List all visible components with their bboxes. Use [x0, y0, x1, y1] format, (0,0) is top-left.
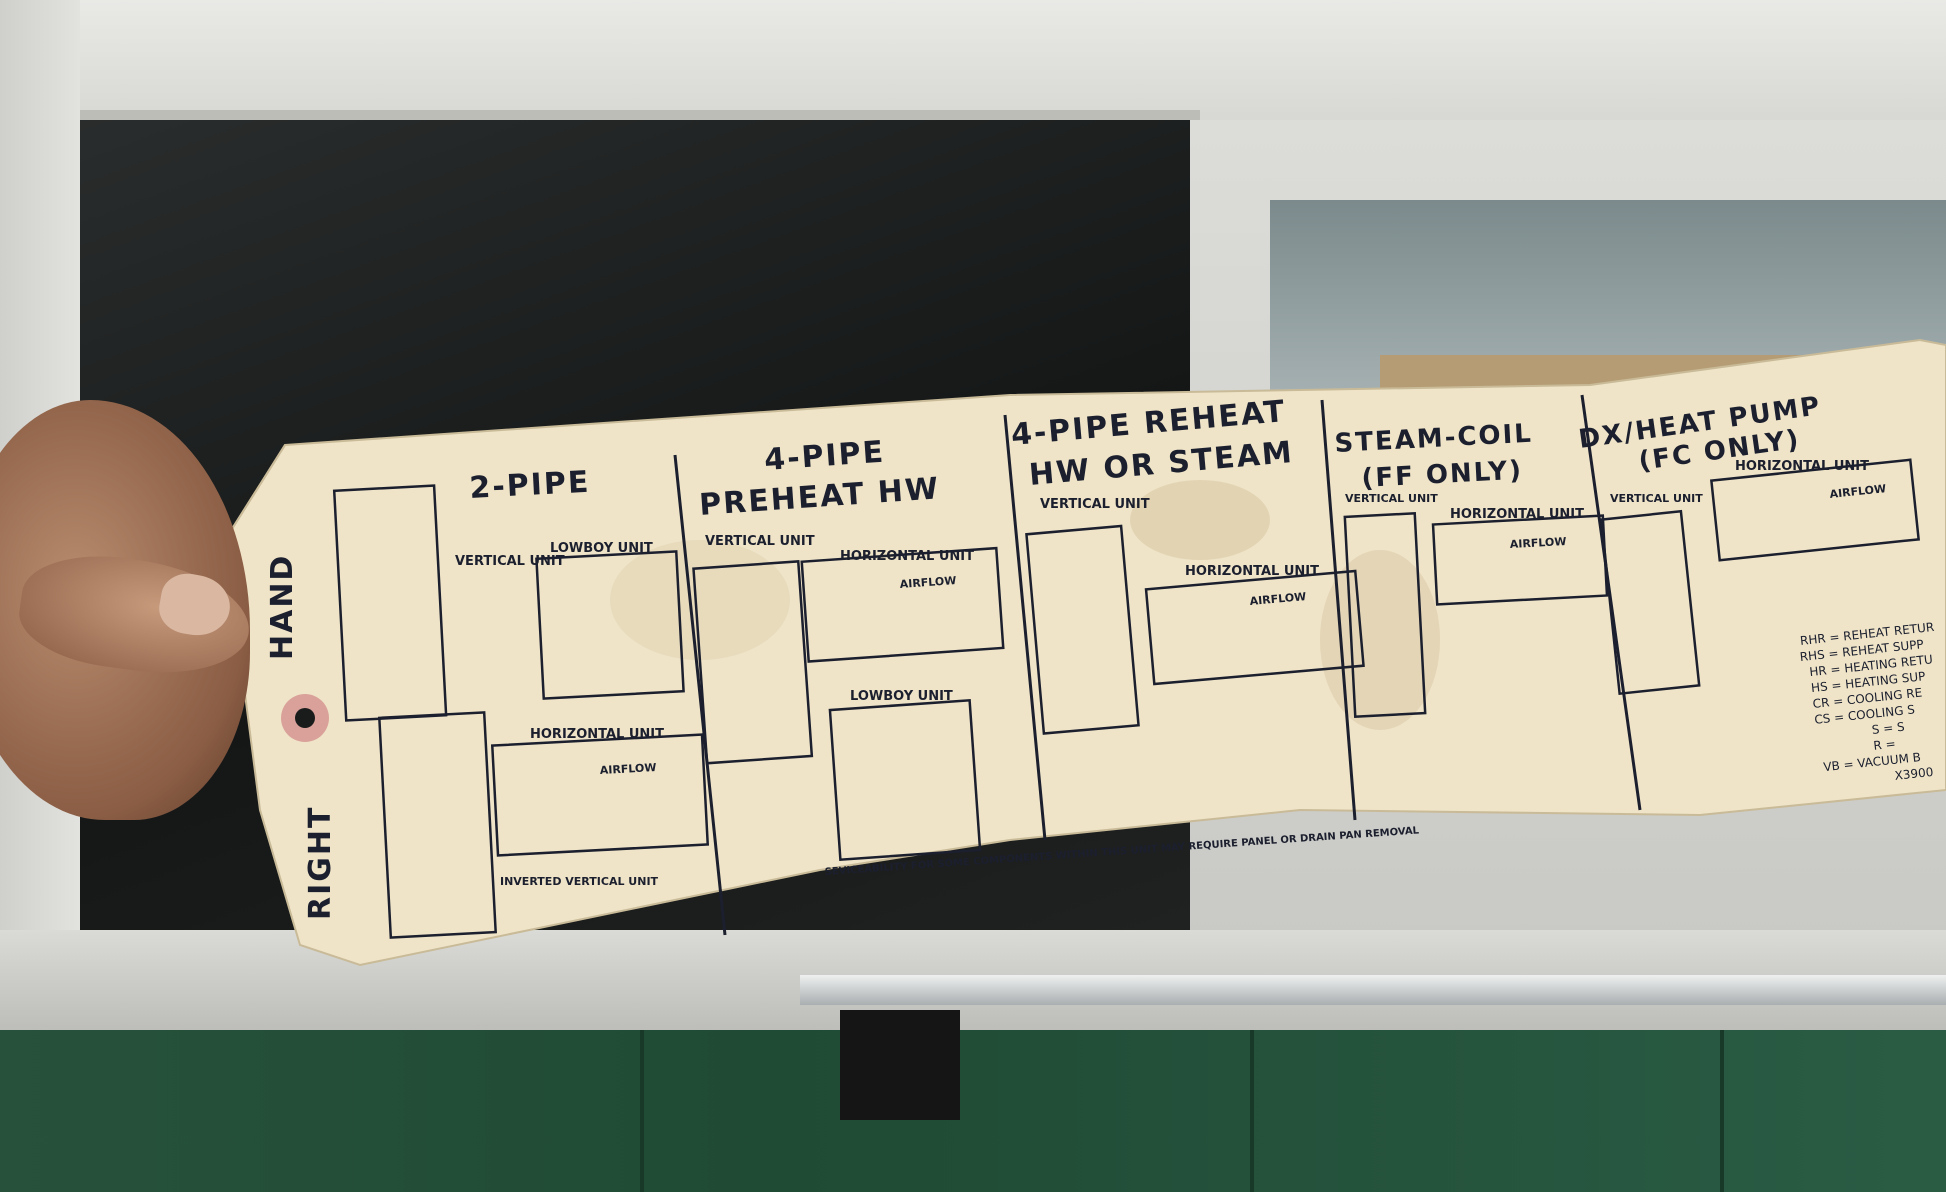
label-2pipe-lowboy: LOWBOY UNIT: [550, 541, 653, 556]
side-label-right: RIGHT: [303, 806, 338, 920]
legend-item: R =: [1873, 737, 1897, 753]
metal-rail: [800, 975, 1946, 1005]
floor-seam: [1720, 1030, 1724, 1192]
legend-item: S = S: [1871, 720, 1905, 737]
heading-4-pipe: 4-PIPE: [763, 435, 886, 478]
label-steam-horizontal: HORIZONTAL UNIT: [1450, 507, 1584, 522]
airflow-label: AIRFLOW: [1509, 535, 1566, 551]
floor-seam: [1250, 1030, 1254, 1192]
opening-edge: [60, 110, 1200, 120]
label-reheat-horizontal: HORIZONTAL UNIT: [1185, 564, 1319, 579]
label-4pipe-lowboy: LOWBOY UNIT: [850, 689, 953, 704]
tag-paper: [223, 338, 1946, 967]
black-clip: [840, 1010, 960, 1120]
side-label-hand: HAND: [265, 554, 300, 660]
airflow-label: AIRFLOW: [1829, 482, 1887, 501]
label-dx-horizontal: HORIZONTAL UNIT: [1735, 459, 1869, 474]
airflow-label: AIRFLOW: [1249, 590, 1307, 608]
label-dx-vertical: VERTICAL UNIT: [1610, 492, 1703, 505]
label-2pipe-vertical: VERTICAL UNIT: [455, 554, 565, 569]
airflow-label: AIRFLOW: [599, 761, 656, 777]
label-steam-vertical: VERTICAL UNIT: [1345, 492, 1438, 505]
label-4pipe-horizontal: HORIZONTAL UNIT: [840, 549, 974, 564]
heading-2-pipe: 2-PIPE: [469, 465, 592, 506]
airflow-label: AIRFLOW: [899, 574, 956, 591]
label-reheat-vertical: VERTICAL UNIT: [1040, 497, 1150, 512]
label-2pipe-inverted: INVERTED VERTICAL UNIT: [500, 875, 659, 888]
label-2pipe-horizontal: HORIZONTAL UNIT: [530, 727, 664, 742]
label-4pipe-vertical: VERTICAL UNIT: [705, 534, 815, 549]
green-floor: [0, 1030, 1946, 1192]
legend-item: X3900: [1894, 765, 1934, 783]
floor-seam: [640, 1030, 644, 1192]
cabinet-top-panel: [0, 0, 1946, 130]
